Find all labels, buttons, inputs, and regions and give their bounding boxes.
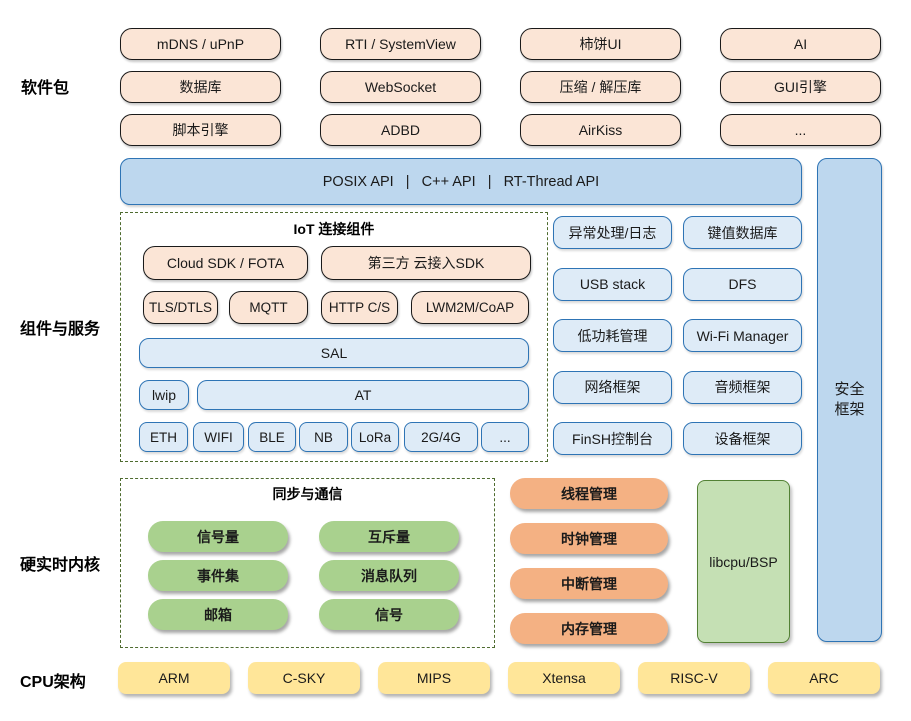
cpu-arch-box-arc: ARC (768, 662, 880, 694)
kernel-manager-box-thread: 线程管理 (510, 478, 668, 509)
lwip-box: lwip (139, 380, 189, 410)
kernel-manager-box-interrupt: 中断管理 (510, 568, 668, 599)
cpu-arch-box-arm: ARM (118, 662, 230, 694)
cpu-arch-box-riscv: RISC-V (638, 662, 750, 694)
cpu-arch-box-mips: MIPS (378, 662, 490, 694)
security-framework-line1: 安全 (834, 380, 865, 398)
security-framework-line2: 框架 (834, 401, 865, 418)
protocol-box-mqtt: MQTT (229, 291, 308, 324)
row-label-cpu-arch: CPU架构 (20, 674, 86, 691)
service-box: 设备框架 (683, 422, 802, 455)
sync-box-semaphore: 信号量 (148, 521, 288, 552)
row-label-software-packages: 软件包 (21, 80, 70, 97)
api-bar: POSIX API | C++ API | RT-Thread API (120, 158, 802, 205)
package-box: ... (720, 114, 881, 146)
sync-box-msgqueue: 消息队列 (319, 560, 459, 591)
package-box: 数据库 (120, 71, 281, 103)
sync-communication-group: 同步与通信 信号量 互斥量 事件集 消息队列 邮箱 信号 (120, 478, 495, 648)
link-box-wifi: WIFI (193, 422, 244, 452)
protocol-box-http: HTTP C/S (321, 291, 398, 324)
cpu-arch-box-xtensa: Xtensa (508, 662, 620, 694)
cpu-architecture-section: ARM C-SKY MIPS Xtensa RISC-V ARC (118, 662, 880, 694)
package-box: AI (720, 28, 881, 60)
iot-group-title: IoT 连接组件 (293, 221, 375, 237)
service-box: Wi-Fi Manager (683, 319, 802, 352)
sync-box-mailbox: 邮箱 (148, 599, 288, 630)
link-box-more: ... (481, 422, 529, 452)
kernel-manager-box-memory: 内存管理 (510, 613, 668, 644)
protocol-box-lwm2m-coap: LWM2M/CoAP (411, 291, 529, 324)
package-box: 柿饼UI (520, 28, 681, 60)
software-packages-section: mDNS / uPnP RTI / SystemView 柿饼UI AI 数据库… (120, 28, 881, 146)
iot-connectivity-group: IoT 连接组件 Cloud SDK / FOTA 第三方 云接入SDK TLS… (120, 212, 548, 462)
service-box: 键值数据库 (683, 216, 802, 249)
sync-box-mutex: 互斥量 (319, 521, 459, 552)
row-label-realtime-kernel: 硬实时内核 (20, 557, 101, 574)
components-services-section: 异常处理/日志 键值数据库 USB stack DFS 低功耗管理 Wi-Fi … (553, 216, 802, 455)
row-label-components-services: 组件与服务 (20, 321, 101, 338)
kernel-manager-box-clock: 时钟管理 (510, 523, 668, 554)
sal-box: SAL (139, 338, 529, 368)
at-box: AT (197, 380, 529, 410)
package-box: WebSocket (320, 71, 481, 103)
link-box-nb: NB (299, 422, 348, 452)
link-box-ble: BLE (248, 422, 296, 452)
cpu-arch-box-csky: C-SKY (248, 662, 360, 694)
sync-box-signal: 信号 (319, 599, 459, 630)
cloud-sdk-fota-box: Cloud SDK / FOTA (143, 246, 308, 280)
libcpu-bsp-box: libcpu/BSP (697, 480, 790, 643)
service-box: 音频框架 (683, 370, 802, 404)
service-box: FinSH控制台 (553, 422, 672, 455)
service-box: 异常处理/日志 (553, 216, 672, 249)
package-box: AirKiss (520, 114, 681, 146)
link-box-2g4g: 2G/4G (404, 422, 478, 452)
service-box: DFS (683, 267, 802, 301)
third-party-cloud-sdk-box: 第三方 云接入SDK (321, 246, 531, 280)
sync-box-event: 事件集 (148, 560, 288, 591)
sync-group-title: 同步与通信 (272, 486, 343, 502)
security-framework-box: 安全 框架 (817, 158, 882, 642)
package-box: RTI / SystemView (320, 28, 481, 60)
package-box: GUI引擎 (720, 71, 881, 103)
package-box: ADBD (320, 114, 481, 146)
service-box: 低功耗管理 (553, 319, 672, 352)
package-box: 脚本引擎 (120, 114, 281, 146)
service-box: 网络框架 (553, 370, 672, 404)
link-box-lora: LoRa (351, 422, 399, 452)
package-box: 压缩 / 解压库 (520, 71, 681, 103)
protocol-box-tls-dtls: TLS/DTLS (143, 291, 218, 324)
service-box: USB stack (553, 267, 672, 301)
package-box: mDNS / uPnP (120, 28, 281, 60)
link-box-eth: ETH (139, 422, 188, 452)
